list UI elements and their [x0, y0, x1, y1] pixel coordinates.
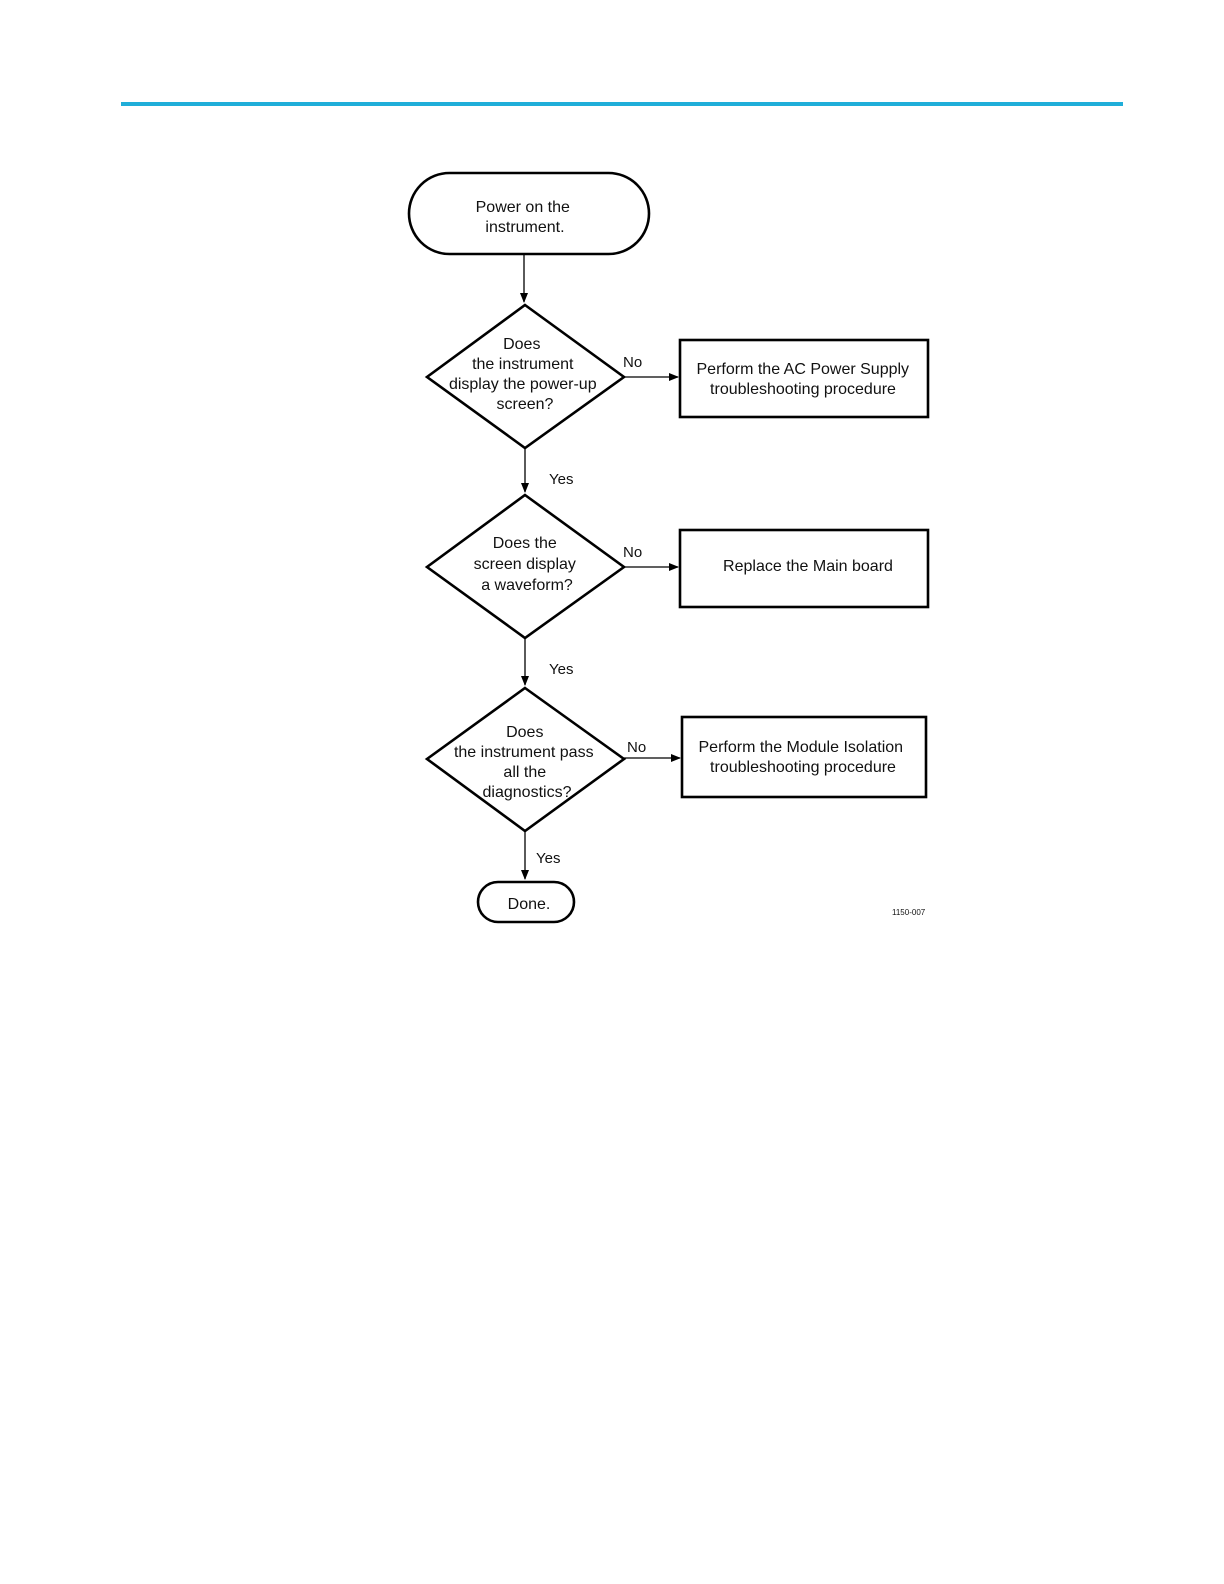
- decision-power-up-screen: Does the instrument display the power-up…: [424, 303, 627, 450]
- decision-waveform-line-1: Does the: [493, 535, 557, 552]
- decision-diagnostics-line-4: diagnostics?: [483, 784, 572, 801]
- decision-waveform: Does the screen display a waveform?: [424, 493, 627, 640]
- decision-diagnostics: Does the instrument pass all the diagnos…: [424, 686, 627, 833]
- edge-label-yes-2: Yes: [549, 661, 573, 678]
- svg-text:Does the instrument: Does the instrument display the power-up…: [449, 336, 601, 413]
- decision-power-up-line-4: screen?: [497, 396, 554, 413]
- svg-text:Perform the Module Isolation: Perform the Module Isolation troubleshoo…: [699, 739, 908, 776]
- edge-label-no-1: No: [623, 354, 642, 371]
- edge-label-no-2: No: [623, 544, 642, 561]
- action-replace-main-board: Replace the Main board: [678, 528, 930, 609]
- decision-power-up-line-2: the instrument: [472, 356, 574, 373]
- action-module-isolation-line-1: Perform the Module Isolation: [699, 739, 904, 756]
- decision-diagnostics-line-1: Does: [506, 724, 543, 741]
- edge-label-yes-3: Yes: [536, 850, 560, 867]
- action-ac-power-line-1: Perform the AC Power Supply: [697, 361, 910, 378]
- end-terminal: Done.: [476, 880, 576, 924]
- action-main-board-line-1: Replace the Main board: [723, 558, 893, 575]
- start-text-line-2: instrument.: [485, 219, 564, 236]
- header-rule: [121, 102, 1123, 106]
- decision-diagnostics-line-2: the instrument pass: [454, 744, 594, 761]
- decision-power-up-line-3: display the power-up: [449, 376, 597, 393]
- decision-waveform-line-3: a waveform?: [481, 577, 573, 594]
- edge-label-yes-1: Yes: [549, 471, 573, 488]
- svg-text:Power on the instrumen: Power on the instrument.: [476, 199, 575, 236]
- decision-waveform-line-2: screen display: [474, 556, 576, 573]
- svg-text:Replace the Main board: Replace the Main board: [723, 558, 893, 575]
- svg-text:Does the screen displa: Does the screen display a waveform?: [474, 535, 581, 594]
- action-ac-power-supply: Perform the AC Power Supply troubleshoot…: [678, 338, 930, 419]
- start-terminal: Power on the instrument.: [407, 171, 651, 256]
- action-module-isolation: Perform the Module Isolation troubleshoo…: [680, 715, 928, 799]
- done-label: Done.: [508, 896, 551, 913]
- edge-label-no-3: No: [627, 739, 646, 756]
- figure-id: 1150-007: [892, 908, 926, 917]
- start-text-line-1: Power on the: [476, 199, 570, 216]
- decision-diagnostics-line-3: all the: [503, 764, 546, 781]
- decision-power-up-line-1: Does: [503, 336, 540, 353]
- action-ac-power-line-2: troubleshooting procedure: [710, 381, 896, 398]
- action-module-isolation-line-2: troubleshooting procedure: [710, 759, 896, 776]
- svg-text:Perform the AC Power Supply: Perform the AC Power Supply troubleshoot…: [697, 361, 914, 398]
- svg-text:Does the instrument pa: Does the instrument pass all the diagnos…: [454, 724, 598, 801]
